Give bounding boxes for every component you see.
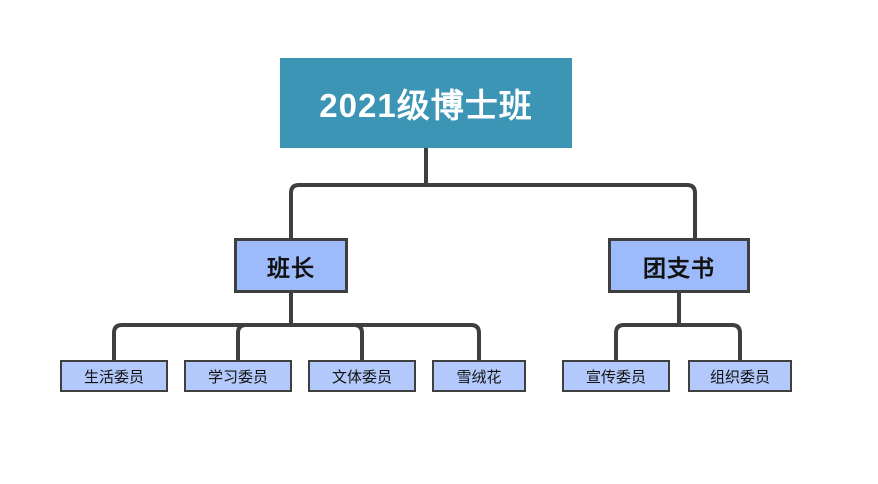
- edge-mid-1-to-leaf-3: [291, 323, 364, 360]
- node-root-label: 2021级博士班: [319, 87, 533, 124]
- node-xuexi-weiyuan[interactable]: 学习委员: [184, 360, 292, 392]
- node-tuanzhishu[interactable]: 团支书: [608, 238, 750, 293]
- node-wenti-weiyuan-label: 文体委员: [331, 368, 392, 386]
- node-zuzhi-weiyuan-label: 组织委员: [709, 368, 770, 386]
- node-shenghuo-weiyuan[interactable]: 生活委员: [60, 360, 168, 392]
- edge-mid-1-to-leaf-4: [291, 323, 481, 360]
- node-tuanzhishu-label: 团支书: [643, 254, 715, 281]
- edge-mid-1-to-leaf-1: [112, 323, 291, 360]
- node-xuerong-hua[interactable]: 雪绒花: [432, 360, 526, 392]
- node-banzhang[interactable]: 班长: [234, 238, 348, 293]
- edge-mid-1-to-leaf-2: [236, 323, 291, 360]
- node-root[interactable]: 2021级博士班: [280, 58, 572, 148]
- node-xuanchuan-weiyuan[interactable]: 宣传委员: [562, 360, 670, 392]
- node-banzhang-label: 班长: [267, 254, 315, 281]
- node-shenghuo-weiyuan-label: 生活委员: [83, 368, 144, 386]
- node-xuanchuan-weiyuan-label: 宣传委员: [585, 368, 646, 386]
- edge-mid-2-to-leaf-6: [679, 323, 742, 360]
- node-xuerong-hua-label: 雪绒花: [456, 368, 502, 386]
- node-xuexi-weiyuan-label: 学习委员: [207, 368, 268, 386]
- node-wenti-weiyuan[interactable]: 文体委员: [308, 360, 416, 392]
- edge-mid-2-to-leaf-5: [614, 323, 679, 360]
- edge-root-to-mid-2: [426, 183, 697, 238]
- edge-root-to-mid-1: [289, 183, 426, 238]
- node-zuzhi-weiyuan[interactable]: 组织委员: [688, 360, 792, 392]
